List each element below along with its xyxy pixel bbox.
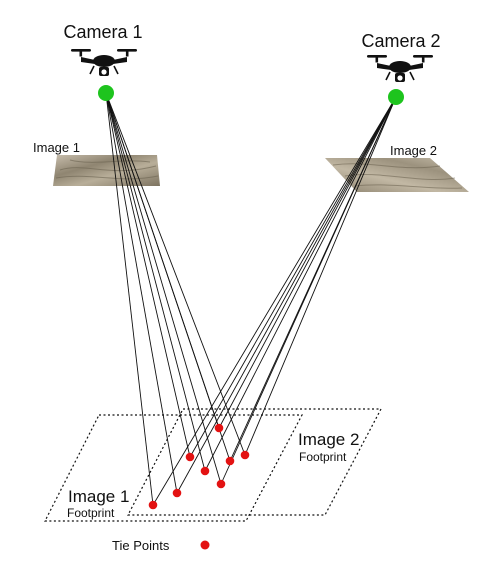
- camera-2-label: Camera 2: [361, 31, 440, 51]
- camera-2-ray: [176, 96, 397, 494]
- camera-1-ray: [105, 92, 154, 506]
- camera-2-ray: [244, 96, 397, 456]
- tie-point: [172, 488, 182, 498]
- camera-2-ray: [218, 96, 397, 429]
- camera-1-ray: [105, 92, 231, 462]
- image-2-footprint-title: Image 2: [298, 430, 359, 449]
- camera-1-ray: [105, 92, 191, 458]
- image-1-label: Image 1: [33, 140, 80, 155]
- image-1-footprint: [44, 414, 303, 522]
- camera-1-ray: [105, 92, 178, 494]
- tie-points-legend-label: Tie Points: [112, 538, 170, 553]
- tie-point: [200, 466, 210, 476]
- image-1-footprint-title: Image 1: [68, 487, 129, 506]
- image-2-footprint-subtitle: Footprint: [299, 450, 347, 464]
- camera-2-ray: [229, 96, 397, 462]
- camera-1-ray: [105, 92, 206, 472]
- projection-rays: [105, 92, 397, 506]
- camera-2-ray: [189, 96, 397, 458]
- camera-1-center: [98, 85, 114, 101]
- image-2-footprint: [127, 408, 382, 516]
- drone-icon: [367, 55, 433, 82]
- tie-point: [214, 423, 224, 433]
- image-2-label: Image 2: [390, 143, 437, 158]
- tie-point: [225, 456, 235, 466]
- camera-1-label: Camera 1: [63, 22, 142, 42]
- tie-points: [148, 423, 250, 510]
- camera-1-ray: [105, 92, 246, 456]
- tie-points-legend-swatch: [200, 540, 210, 550]
- tie-point: [216, 479, 226, 489]
- camera-2-ray: [152, 96, 397, 506]
- camera-1-ray: [105, 92, 222, 485]
- tie-point: [185, 452, 195, 462]
- image-1-footprint-subtitle: Footprint: [67, 506, 115, 520]
- tie-point: [240, 450, 250, 460]
- camera-2-ray: [204, 96, 397, 472]
- tie-point: [148, 500, 158, 510]
- image-1-plane-texture: [55, 159, 159, 180]
- drone-icon: [71, 49, 137, 76]
- camera-2-center: [388, 89, 404, 105]
